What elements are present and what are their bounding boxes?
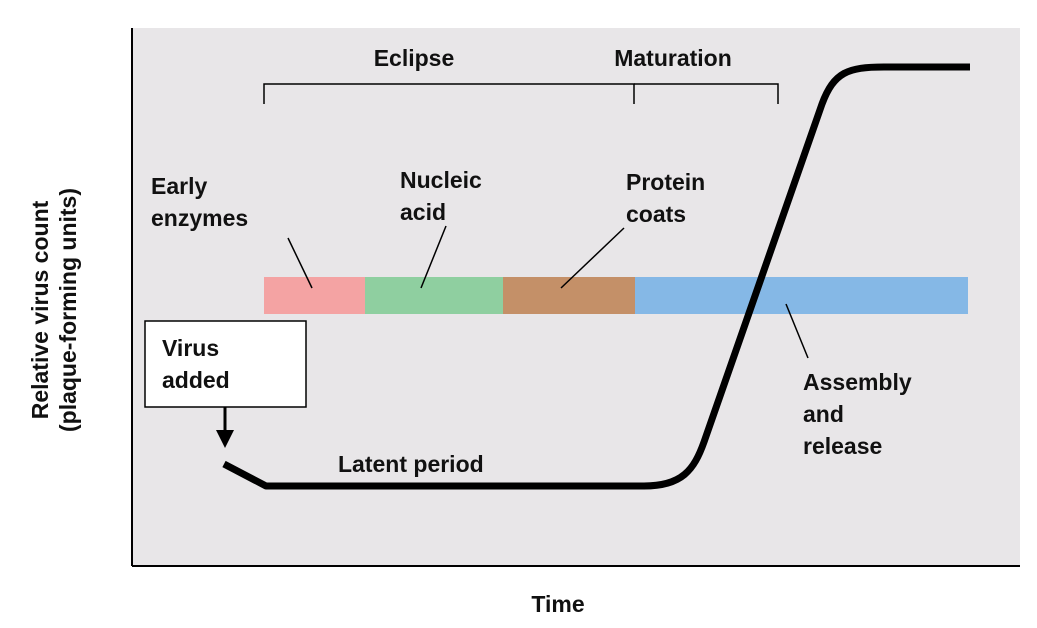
latent-period-label: Latent period <box>338 451 484 477</box>
leader-lines <box>287 225 809 359</box>
virus-added-line1: Virus <box>162 335 219 361</box>
phase-bar-early-enzymes <box>264 277 365 314</box>
phase-bar-nucleic-acid <box>365 277 503 314</box>
assembly-label-line3: release <box>803 433 882 459</box>
early-enzymes-label-line1: Early <box>151 173 207 199</box>
y-axis-label-line2: (plaque-forming units) <box>55 188 81 432</box>
early-enzymes-leader <box>287 237 313 289</box>
virus-added-callout <box>144 320 307 408</box>
virus-added-line2: added <box>162 367 230 393</box>
eclipse-bracket <box>263 83 635 104</box>
virus-added-arrowhead <box>216 430 234 448</box>
protein-coats-label-line2: coats <box>626 201 686 227</box>
y-axis-label-line1: Relative virus count <box>27 200 53 419</box>
eclipse-label: Eclipse <box>374 45 455 71</box>
early-enzymes-label-line2: enzymes <box>151 205 248 231</box>
phase-bar-assembly-release <box>635 277 968 314</box>
assembly-label-line2: and <box>803 401 844 427</box>
nucleic-acid-label-line2: acid <box>400 199 446 225</box>
nucleic-acid-label-line1: Nucleic <box>400 167 482 193</box>
maturation-bracket <box>634 83 779 104</box>
y-axis-label: Relative virus count (plaque-forming uni… <box>27 188 81 432</box>
phase-bar-protein-coats <box>503 277 635 314</box>
protein-coats-label-line1: Protein <box>626 169 705 195</box>
x-axis-label: Time <box>531 591 584 617</box>
maturation-label: Maturation <box>614 45 732 71</box>
assembly-label-line1: Assembly <box>803 369 912 395</box>
nucleic-acid-leader <box>420 225 447 289</box>
protein-coats-leader <box>560 227 625 289</box>
growth-curve <box>222 63 970 490</box>
assembly-leader <box>785 303 809 359</box>
